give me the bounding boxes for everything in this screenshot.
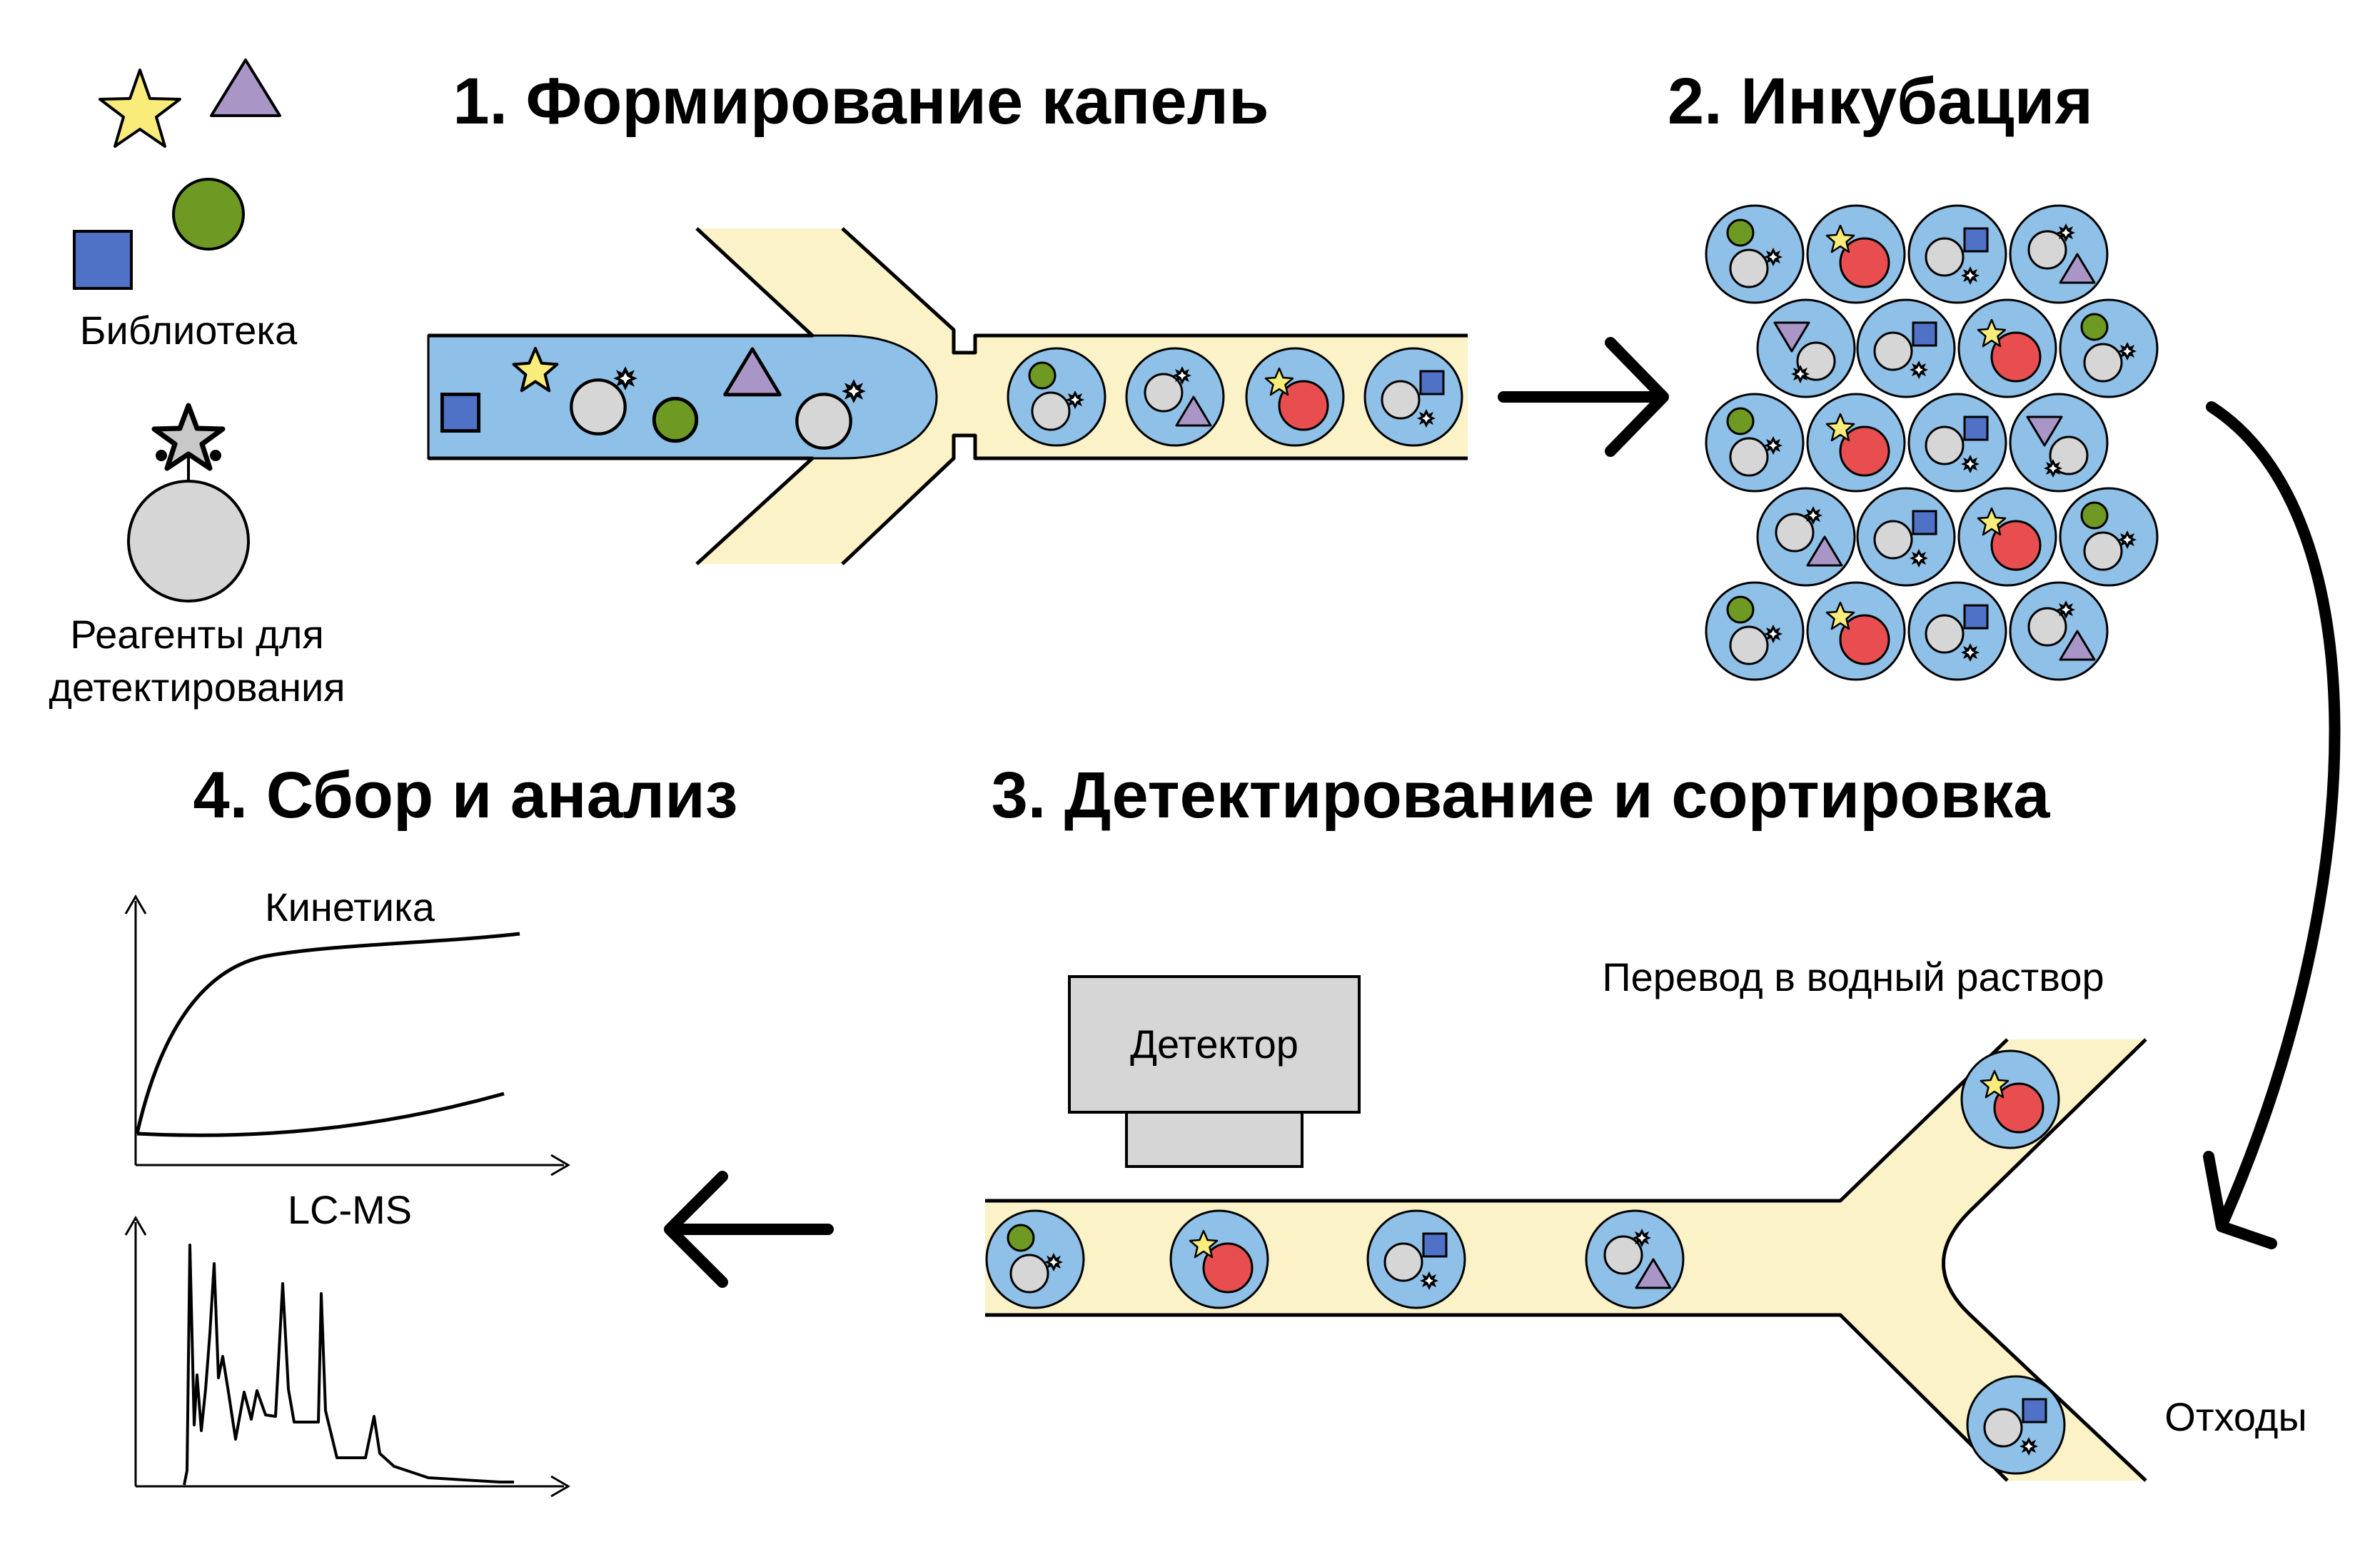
lcms-plot: LC-MS xyxy=(124,1187,570,1498)
aqueous-transfer-label: Перевод в водный раствор xyxy=(1602,954,2104,999)
triangle-icon xyxy=(210,59,281,117)
detector-label: Детектор xyxy=(1130,1022,1299,1067)
curved-arrow-icon xyxy=(2203,401,2341,1249)
step2-title: 2. Инкубация xyxy=(1668,65,2093,138)
incubation-array xyxy=(1706,206,2157,680)
reagents-label-line2: детектирования xyxy=(49,665,345,710)
bead-with-star-icon xyxy=(127,403,250,603)
kinetics-plot: Кинетика xyxy=(124,885,570,1176)
step4-title: 4. Сбор и анализ xyxy=(193,759,737,832)
step3-title: 3. Детектирование и сортировка xyxy=(992,759,2051,832)
reagents-label-line1: Реагенты для xyxy=(70,612,324,657)
kinetics-label: Кинетика xyxy=(265,885,435,929)
library-legend: Библиотека xyxy=(73,59,298,353)
sorting-chip xyxy=(985,1038,2147,1482)
step1-title: 1. Формирование капель xyxy=(453,65,1269,138)
library-label: Библиотека xyxy=(80,308,298,353)
droplet-generator-chip xyxy=(427,227,1468,565)
reagent-legend: Реагенты для детектирования xyxy=(49,403,346,710)
arrow-left-icon xyxy=(664,1171,834,1288)
detector: Детектор xyxy=(1068,975,1361,1168)
star-icon xyxy=(99,69,181,148)
arrow-right-icon xyxy=(1498,337,1669,457)
circle-icon xyxy=(172,178,245,251)
square-icon xyxy=(73,230,133,290)
lcms-label: LC-MS xyxy=(288,1187,412,1232)
waste-label: Отходы xyxy=(2164,1394,2306,1439)
